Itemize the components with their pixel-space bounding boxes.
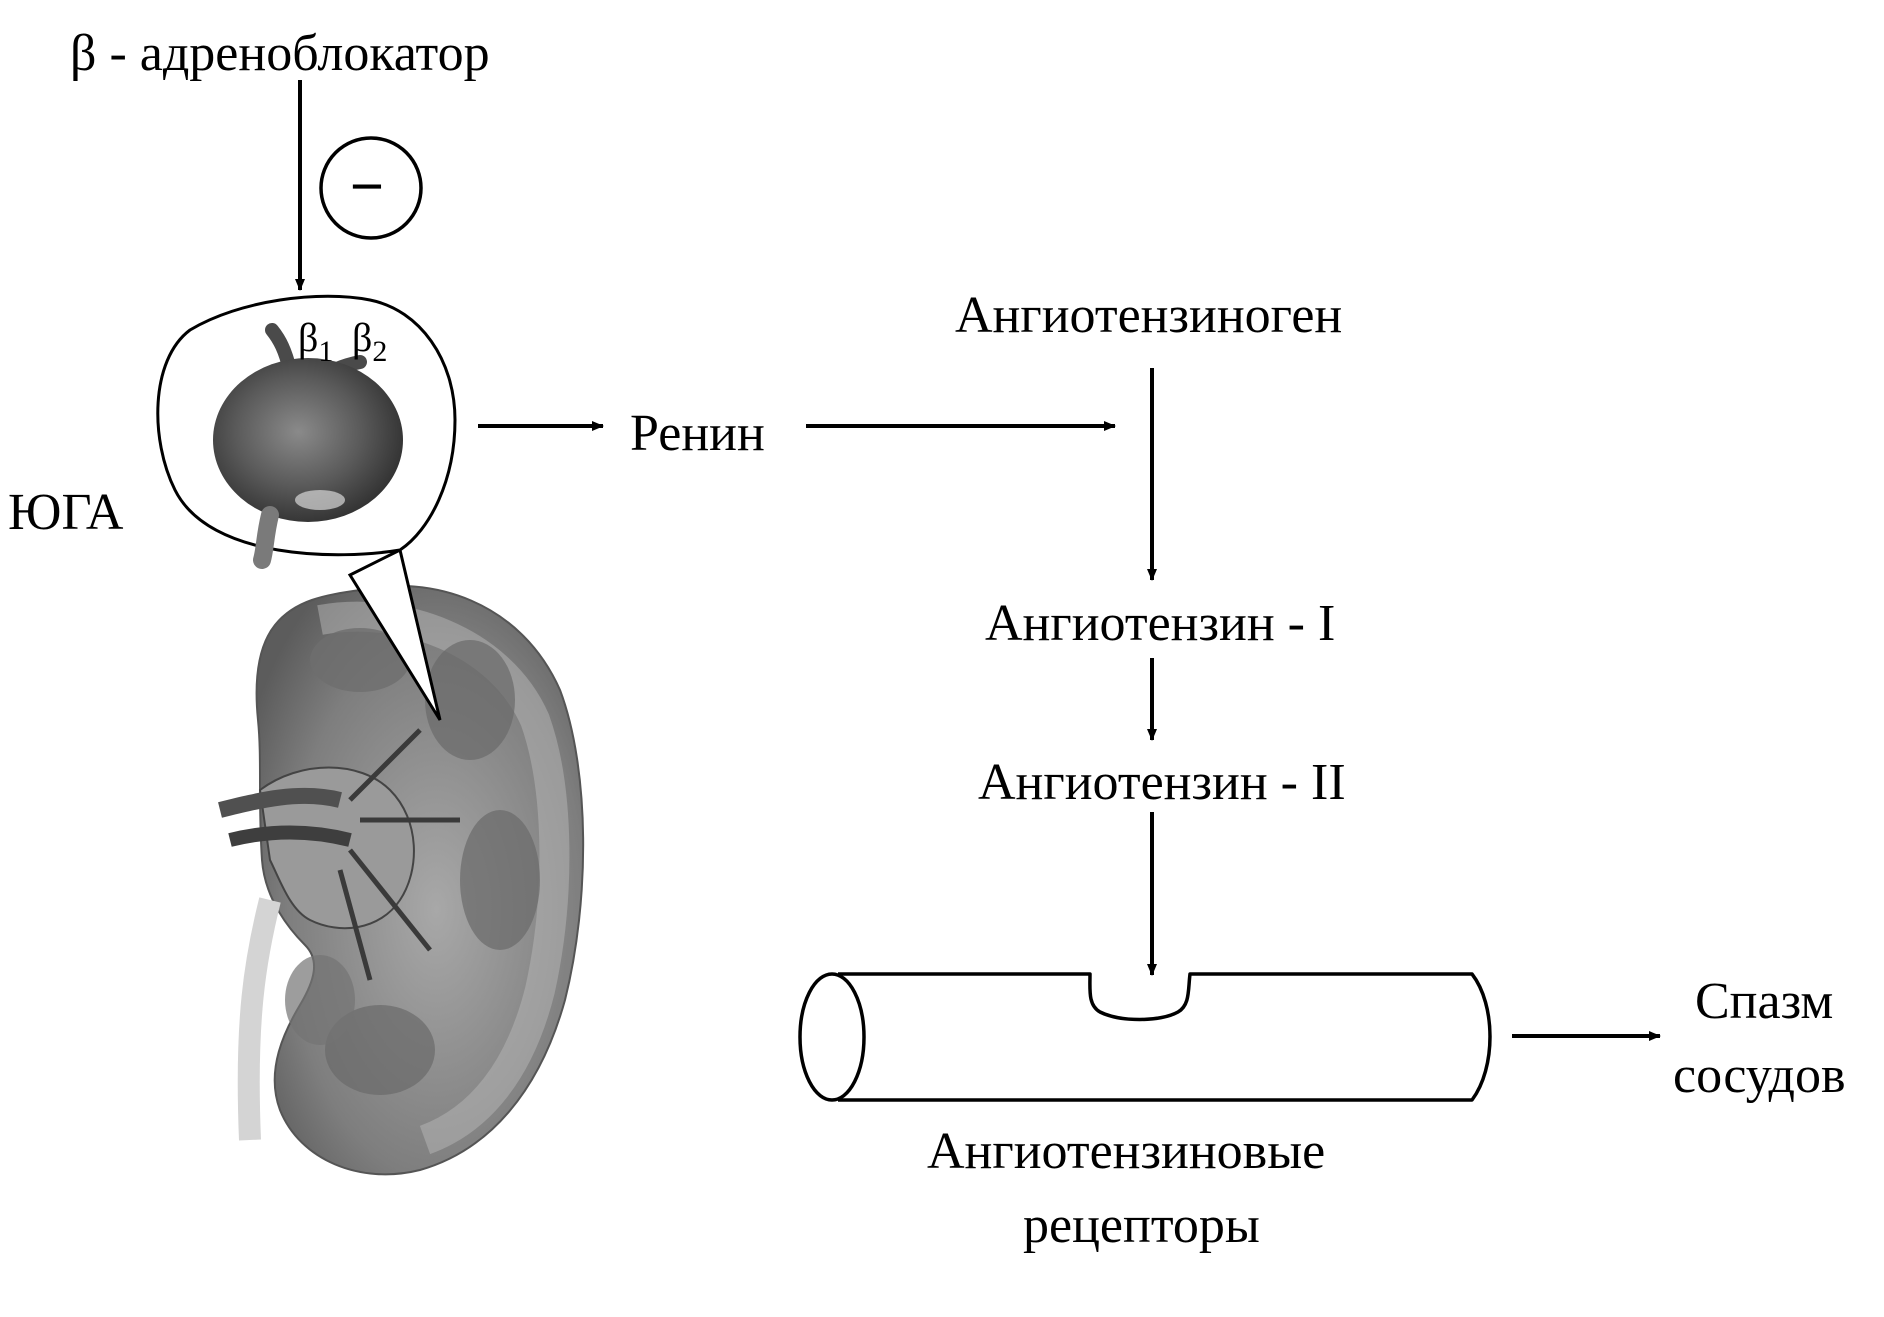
renal-pelvis [258,766,415,930]
tubule [253,506,279,569]
renal-pyramid-1 [310,628,410,692]
minus-circle [319,136,423,240]
renal-pyramid-3 [460,810,540,950]
angiotensin1-label: Ангиотензин - I [985,595,1336,652]
vessel-body [838,972,1492,1102]
beta1-symbol: β [298,315,319,360]
minus-sign: − [350,154,384,219]
renal-artery [218,787,342,818]
glomerulus-highlight [295,490,345,510]
vessel-end [798,972,866,1102]
renin-label: Ренин [630,405,765,462]
receptors-label-line1: Ангиотензиновые [927,1123,1326,1180]
inhibition-sign [319,136,423,240]
renal-pyramid-4 [325,1005,435,1095]
kidney-illustration [218,584,585,1176]
glomerulus [213,358,403,522]
beta1-label: β1 [298,318,333,367]
renal-vein [228,825,352,847]
beta2-subscript: 2 [372,335,388,368]
receptors-label-line2: рецепторы [1023,1197,1260,1254]
spasm-label-line1: Спазм [1695,973,1834,1030]
renal-branch-1 [348,728,422,802]
spasm-label-line2: сосудов [1673,1047,1846,1104]
juga-label: ЮГА [8,484,124,541]
glomerulus-illustration [213,323,403,569]
renal-branch-4 [337,869,373,981]
renal-pyramid-5 [285,955,355,1045]
renal-branch-3 [348,848,432,952]
ureter [237,897,281,1141]
angiotensinogen-label: Ангиотензиноген [955,287,1343,344]
blocker-label: β - адреноблокатор [70,25,490,82]
kidney-cortex-shade [317,601,570,1155]
beta2-label: β2 [352,318,387,367]
vessel-illustration [798,972,1492,1102]
renal-pyramid-2 [425,640,515,760]
beta2-symbol: β [352,315,373,360]
angiotensin2-label: Ангиотензин - II [978,754,1346,811]
beta1-subscript: 1 [318,335,334,368]
